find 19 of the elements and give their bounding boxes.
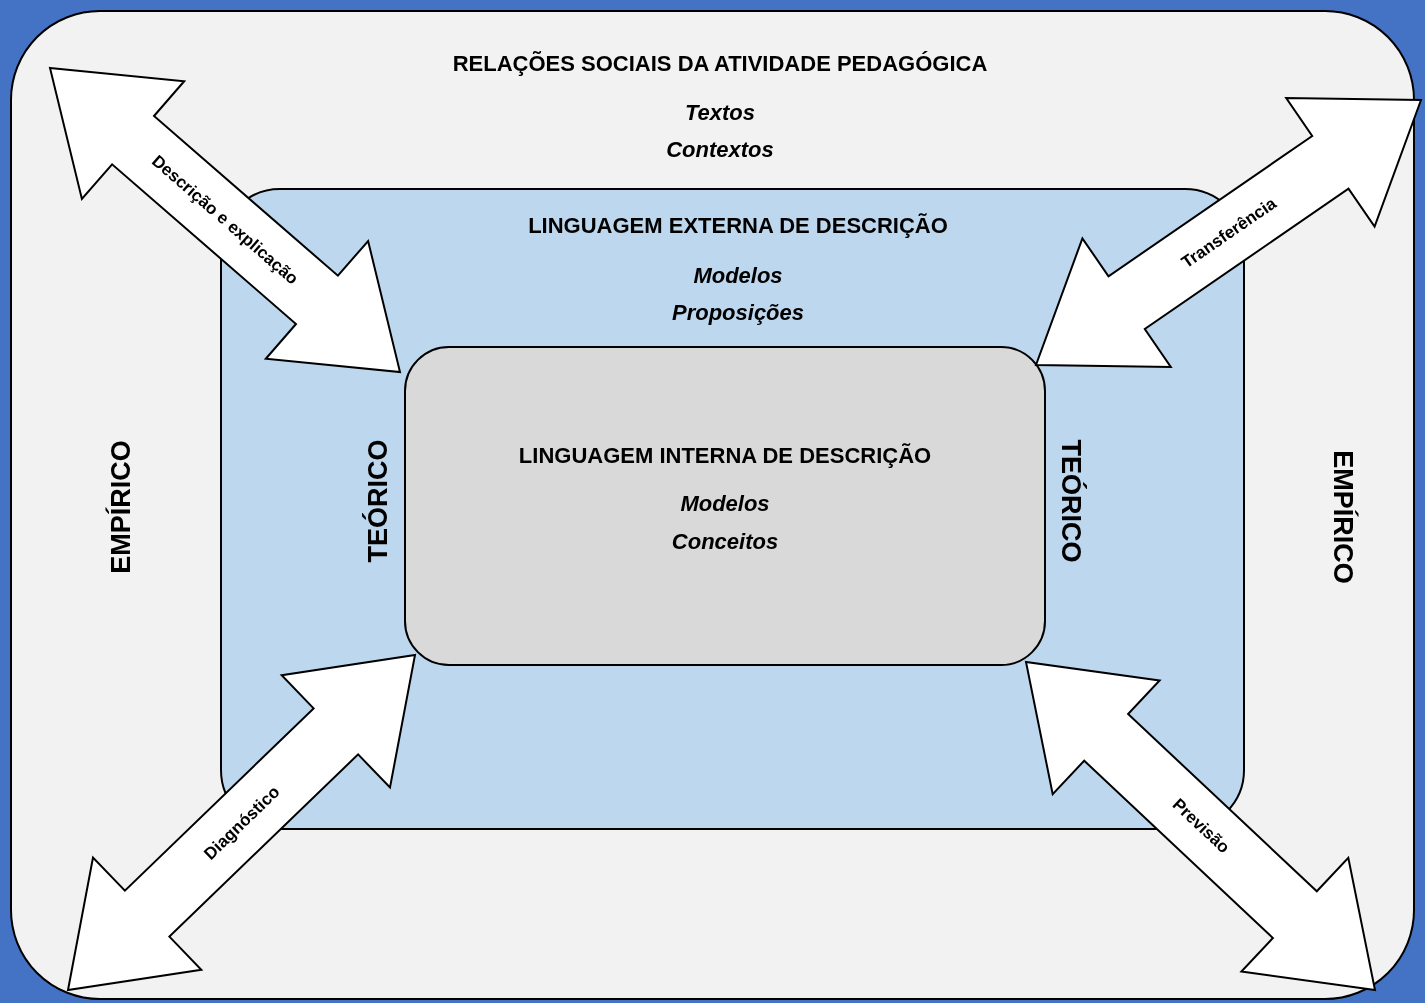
side-label: EMPÍRICO xyxy=(105,440,138,574)
rounded-box xyxy=(10,10,1415,1000)
item-text: Modelos xyxy=(680,490,770,518)
item-text: Textos xyxy=(684,99,756,127)
side-label: EMPÍRICO xyxy=(1326,450,1359,584)
heading: LINGUAGEM EXTERNA DE DESCRIÇÃO xyxy=(528,212,948,240)
heading: LINGUAGEM INTERNA DE DESCRIÇÃO xyxy=(518,442,932,470)
double-arrow xyxy=(66,653,417,992)
side-label: TEÓRICO xyxy=(362,439,395,563)
item-text: Conceitos xyxy=(671,528,779,556)
rounded-box xyxy=(404,346,1046,666)
item-text: Proposições xyxy=(672,299,804,327)
double-arrow xyxy=(48,66,402,374)
double-arrow xyxy=(1034,97,1423,368)
double-arrow xyxy=(1024,660,1377,992)
item-text: Modelos xyxy=(693,262,783,290)
item-text: Contextos xyxy=(666,136,774,164)
side-label: TEÓRICO xyxy=(1054,439,1087,563)
heading: RELAÇÕES SOCIAIS DA ATIVIDADE PEDAGÓGICA xyxy=(452,50,988,78)
